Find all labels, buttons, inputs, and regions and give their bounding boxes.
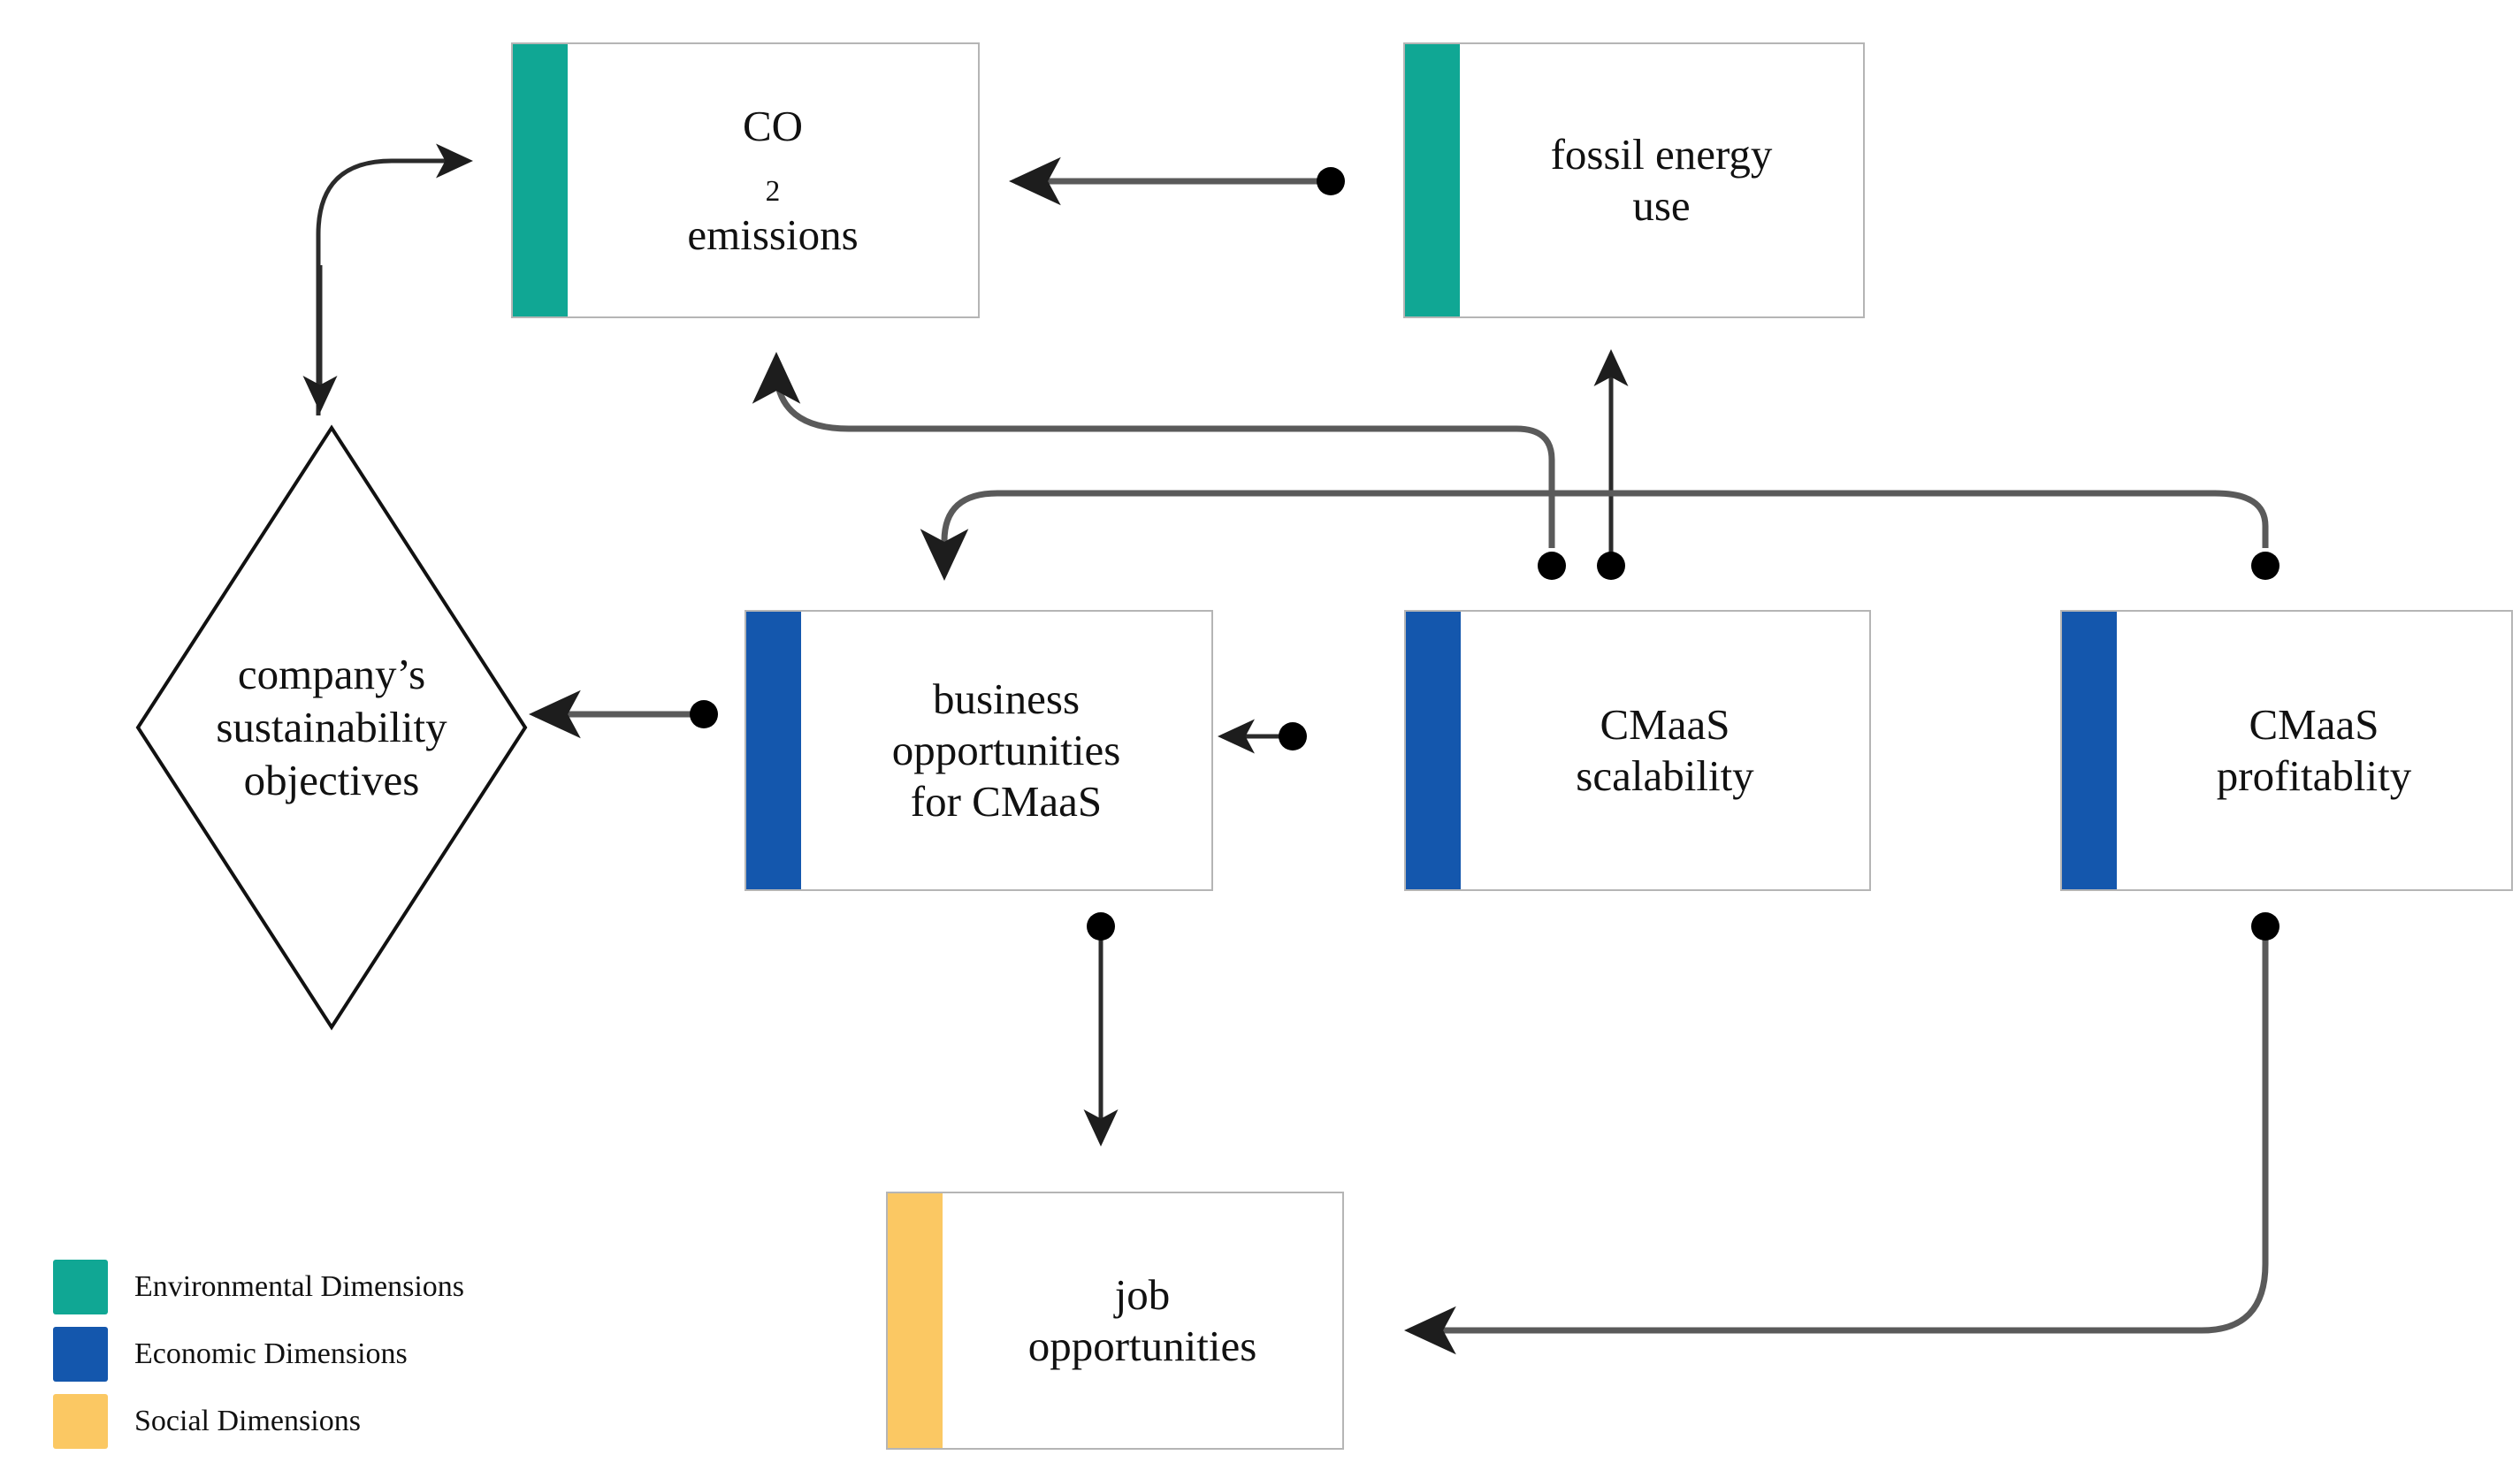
fossil-line-2: use bbox=[1632, 181, 1691, 230]
category-stripe-economic bbox=[746, 612, 801, 889]
node-job-opportunities[interactable]: job opportunities bbox=[886, 1192, 1344, 1450]
category-stripe-economic bbox=[2062, 612, 2117, 889]
node-business-opportunities-label: business opportunities for CMaaS bbox=[801, 612, 1211, 889]
edge-business-to-objectives bbox=[529, 689, 718, 739]
legend-label-economic: Economic Dimensions bbox=[134, 1337, 408, 1370]
edge-business-to-co2 bbox=[752, 352, 1566, 580]
scalability-line-2: scalability bbox=[1576, 751, 1754, 800]
node-cmaas-scalability[interactable]: CMaaS scalability bbox=[1404, 610, 1871, 891]
edge-fossil-to-co2 bbox=[1009, 156, 1345, 206]
node-sustainability-objectives[interactable]: company’s sustainability objectives bbox=[133, 423, 531, 1032]
scalability-line-1: CMaaS bbox=[1600, 700, 1730, 750]
fossil-line-1: fossil energy bbox=[1550, 130, 1773, 179]
legend-item-social: Social Dimensions bbox=[53, 1388, 619, 1455]
edge-profitability-to-jobs bbox=[1404, 912, 2279, 1355]
edge-business-to-jobs bbox=[1083, 912, 1119, 1147]
legend-label-social: Social Dimensions bbox=[134, 1405, 361, 1437]
edge-objectives-co2 bbox=[302, 143, 473, 415]
diamond-shape bbox=[135, 424, 528, 1031]
legend-swatch-economic bbox=[53, 1327, 108, 1382]
legend-swatch-social bbox=[53, 1394, 108, 1449]
legend-item-economic: Economic Dimensions bbox=[53, 1321, 619, 1388]
co2-label-main: CO bbox=[742, 101, 804, 150]
edge-scalability-to-fossil bbox=[1593, 349, 1629, 580]
node-cmaas-profitability[interactable]: CMaaS profitablity bbox=[2060, 610, 2513, 891]
node-job-opportunities-label: job opportunities bbox=[943, 1193, 1342, 1448]
node-cmaas-profitability-label: CMaaS profitablity bbox=[2117, 612, 2511, 889]
edge-profitability-to-business bbox=[920, 490, 2279, 581]
jobs-line-2: opportunities bbox=[1027, 1322, 1257, 1370]
category-stripe-social bbox=[888, 1193, 943, 1448]
profitability-line-1: CMaaS bbox=[2249, 700, 2379, 750]
legend-swatch-environmental bbox=[53, 1260, 108, 1314]
node-fossil-energy-use-label: fossil energy use bbox=[1460, 44, 1863, 316]
category-stripe-economic bbox=[1406, 612, 1461, 889]
co2-label-rest: emissions bbox=[687, 210, 859, 259]
node-co2-emissions-label: CO 2 emissions bbox=[568, 44, 978, 316]
profitability-line-2: profitablity bbox=[2216, 751, 2412, 800]
category-stripe-environmental bbox=[513, 44, 568, 316]
legend: Environmental Dimensions Economic Dimens… bbox=[53, 1253, 619, 1455]
node-fossil-energy-use[interactable]: fossil energy use bbox=[1403, 42, 1865, 318]
business-line-1: business bbox=[932, 674, 1081, 724]
node-cmaas-scalability-label: CMaaS scalability bbox=[1461, 612, 1869, 889]
node-business-opportunities[interactable]: business opportunities for CMaaS bbox=[745, 610, 1213, 891]
node-co2-emissions[interactable]: CO 2 emissions bbox=[511, 42, 980, 318]
edge-scalability-to-business bbox=[1218, 719, 1307, 754]
co2-label-subscript: 2 bbox=[765, 175, 781, 209]
business-line-3: for CMaaS bbox=[910, 776, 1103, 826]
legend-item-environmental: Environmental Dimensions bbox=[53, 1253, 619, 1321]
business-line-2: opportunities bbox=[891, 726, 1121, 775]
jobs-line-1: job bbox=[1114, 1270, 1171, 1320]
legend-label-environmental: Environmental Dimensions bbox=[134, 1270, 465, 1303]
category-stripe-environmental bbox=[1405, 44, 1460, 316]
